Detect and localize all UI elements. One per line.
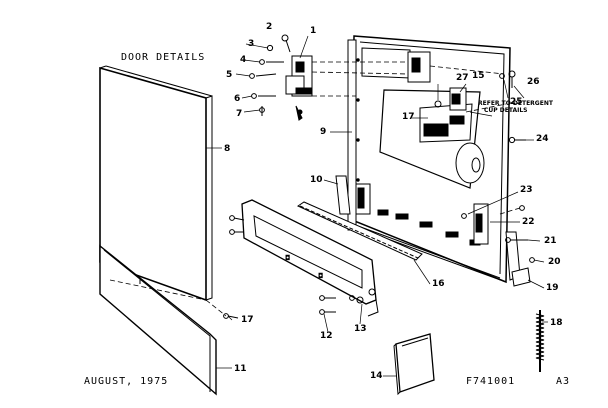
vent-strip <box>298 202 422 260</box>
part-label-19: 19 <box>546 283 559 293</box>
part-label-17-bottom: 17 <box>241 315 254 325</box>
svg-text:◘: ◘ <box>318 272 324 280</box>
diagram-title: DOOR DETAILS <box>121 52 206 63</box>
drawing-number: F741001 <box>466 376 516 387</box>
part-label-12: 12 <box>320 331 333 341</box>
part-label-9: 9 <box>320 127 327 137</box>
part-label-23: 23 <box>520 185 533 195</box>
part-label-8: 8 <box>224 144 231 154</box>
part-label-6: 6 <box>234 94 241 104</box>
svg-text:◘: ◘ <box>285 254 291 262</box>
part-label-10: 10 <box>310 175 323 185</box>
part-label-22: 22 <box>522 217 535 227</box>
instruction-booklet <box>394 334 434 394</box>
part-label-14: 14 <box>370 371 383 381</box>
right-bracket <box>462 204 488 244</box>
part-label-25: 25 <box>510 97 523 107</box>
part-label-13: 13 <box>354 324 367 334</box>
part-label-15: 15 <box>472 71 485 81</box>
part-label-26: 26 <box>527 77 540 87</box>
hinge-assembly <box>250 35 312 120</box>
part-label-21: 21 <box>544 236 557 246</box>
part-label-17-top: 17 <box>402 112 415 122</box>
part-label-24: 24 <box>536 134 549 144</box>
detergent-cup-note-line-1: REFER TO DETERGENT <box>478 100 553 107</box>
detergent-cup-note-line-2: CUP DETAILS <box>484 107 528 114</box>
part-label-1: 1 <box>310 26 317 36</box>
part-label-27: 27 <box>456 73 469 83</box>
part-label-18: 18 <box>550 318 563 328</box>
door-spring <box>536 310 544 372</box>
left-bracket <box>336 176 370 214</box>
assembly-lines <box>110 62 520 316</box>
leader-lines <box>206 36 548 376</box>
part-label-11: 11 <box>234 364 247 374</box>
hinge-arm <box>506 232 534 286</box>
part-label-16: 16 <box>432 279 445 289</box>
revision-date: AUGUST, 1975 <box>84 376 169 387</box>
sheet-number: A3 <box>556 376 571 387</box>
kick-panel <box>100 246 216 394</box>
part-label-5: 5 <box>226 70 233 80</box>
inner-door-liner <box>348 36 510 282</box>
part-label-4: 4 <box>240 55 247 65</box>
control-panel: ◘ ◘ <box>242 200 378 316</box>
part-label-3: 3 <box>248 39 255 49</box>
detergent-hinge-parts <box>435 88 466 110</box>
part-label-20: 20 <box>548 257 561 267</box>
part-label-2: 2 <box>266 22 273 32</box>
part-label-7: 7 <box>236 109 243 119</box>
